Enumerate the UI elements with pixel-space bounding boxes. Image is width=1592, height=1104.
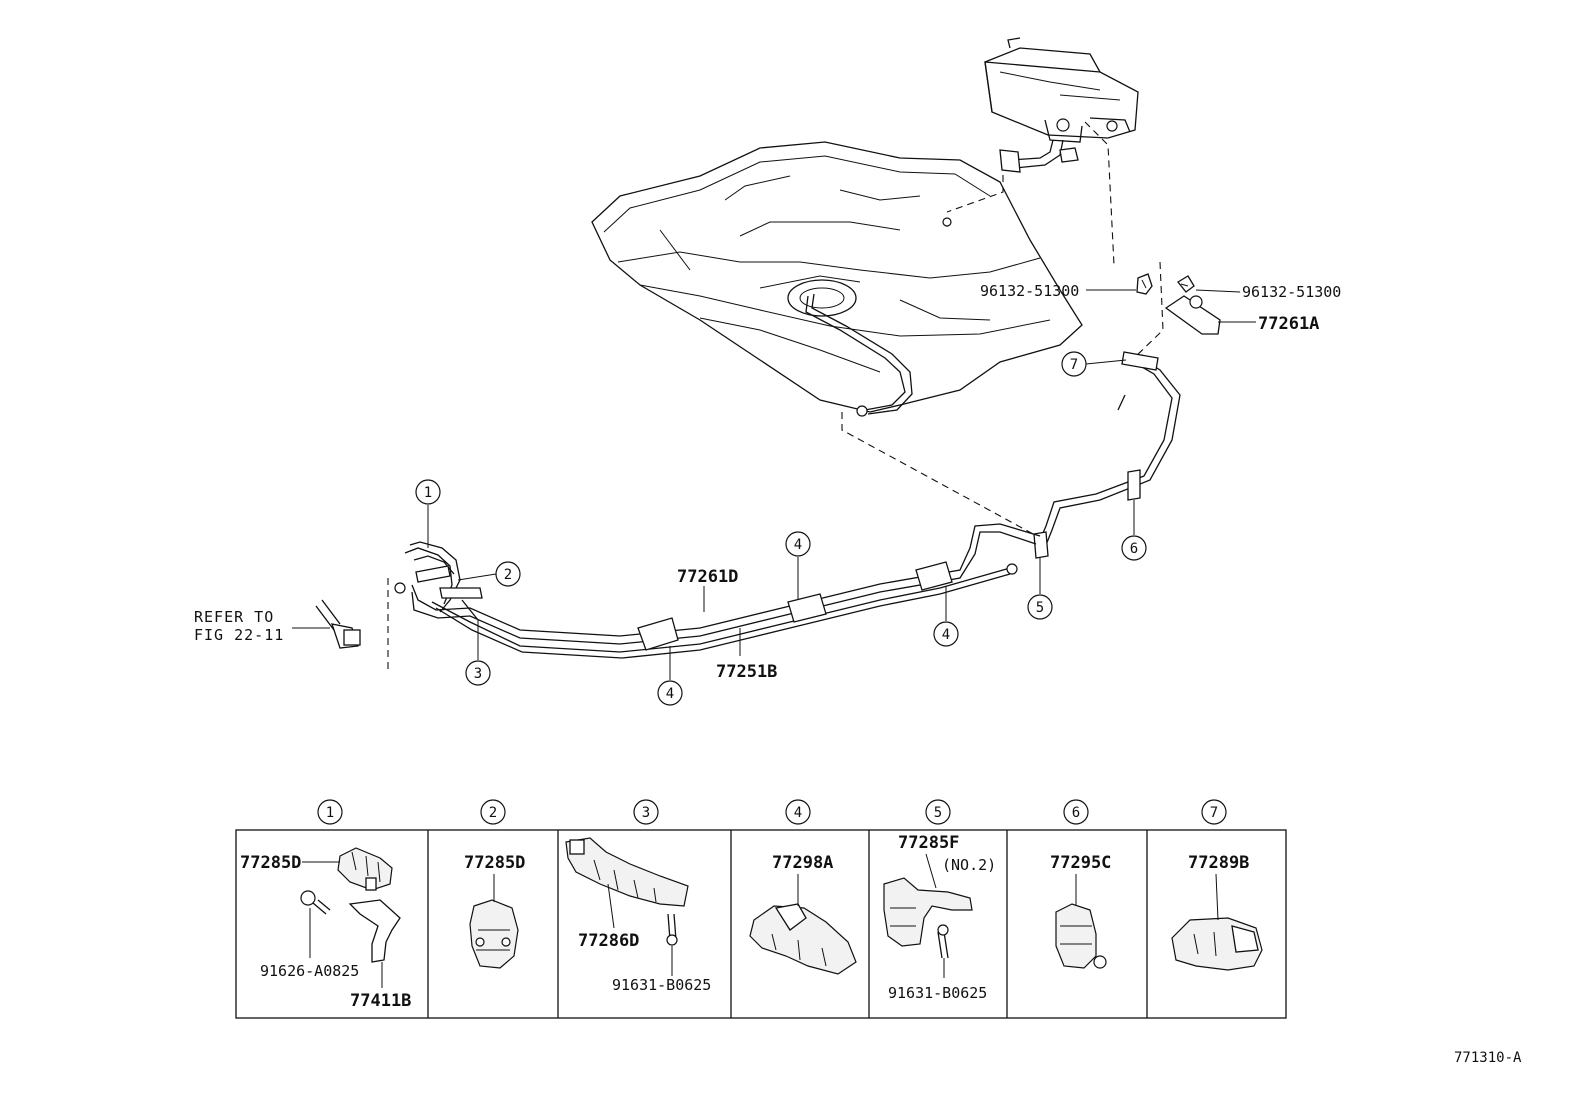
callout-3: 3 — [465, 620, 491, 686]
charcoal-canister — [984, 37, 1139, 143]
label-77251B: 77251B — [716, 628, 777, 682]
tube-clamp-4a — [637, 617, 679, 651]
svg-text:77286D: 77286D — [578, 931, 639, 951]
svg-text:4: 4 — [942, 627, 950, 643]
tube-clamp-4c — [915, 561, 953, 591]
hose-clamp-left — [1136, 273, 1153, 295]
panel-1-labels: 77285D 91626-A0825 77411B — [240, 853, 411, 1011]
dashed-leaders — [387, 121, 1164, 672]
panel-6-labels: 77295C — [1050, 853, 1111, 906]
svg-text:4: 4 — [794, 537, 802, 553]
svg-text:(NO.2): (NO.2) — [942, 856, 996, 874]
svg-text:REFER TO: REFER TO — [194, 608, 274, 626]
fuel-line-right — [1033, 351, 1181, 559]
hose-77261A — [1164, 295, 1221, 335]
svg-text:96132-51300: 96132-51300 — [980, 282, 1079, 300]
svg-text:4: 4 — [666, 686, 674, 702]
callout-4-extra: 4 — [0, 0, 8, 4]
detail-panel-table — [235, 829, 1287, 1019]
hose-clamp-right — [1177, 275, 1195, 293]
refer-note: REFER TO FIG 22-11 — [194, 608, 330, 644]
panel-2-parts — [469, 899, 519, 969]
svg-text:91631-B0625: 91631-B0625 — [888, 984, 987, 1002]
label-77261A: 77261A — [1218, 314, 1319, 334]
panel-num-1: 1 — [317, 799, 343, 825]
left-tube-bundle — [404, 541, 483, 621]
panel-7-labels: 77289B — [1188, 853, 1249, 921]
svg-text:77289B: 77289B — [1188, 853, 1249, 873]
svg-text:5: 5 — [1036, 600, 1044, 616]
svg-text:7: 7 — [1070, 357, 1078, 373]
panel-5-parts — [883, 877, 973, 959]
canister-hose — [999, 139, 1079, 173]
svg-text:6: 6 — [1130, 541, 1138, 557]
svg-text:FIG 22-11: FIG 22-11 — [194, 626, 284, 644]
svg-text:96132-51300: 96132-51300 — [1242, 283, 1341, 301]
svg-text:2: 2 — [489, 805, 497, 821]
svg-text:77285D: 77285D — [240, 853, 301, 873]
label-96132-51300-right: 96132-51300 — [1195, 283, 1341, 301]
panel-3-parts — [565, 837, 689, 946]
svg-text:77411B: 77411B — [350, 991, 411, 1011]
label-77261D: 77261D — [677, 567, 738, 612]
svg-text:77298A: 77298A — [772, 853, 833, 873]
callout-6: 6 — [1121, 500, 1147, 561]
svg-text:77285D: 77285D — [464, 853, 525, 873]
svg-text:77295C: 77295C — [1050, 853, 1111, 873]
svg-text:77251B: 77251B — [716, 662, 777, 682]
panel-num-2: 2 — [480, 799, 506, 825]
svg-text:4: 4 — [794, 805, 802, 821]
svg-text:77261A: 77261A — [1258, 314, 1319, 334]
svg-text:6: 6 — [1072, 805, 1080, 821]
svg-text:3: 3 — [642, 805, 650, 821]
panel-num-3: 3 — [633, 799, 659, 825]
panel-num-7: 7 — [1201, 799, 1227, 825]
callout-5: 5 — [1027, 558, 1053, 620]
svg-text:91631-B0625: 91631-B0625 — [612, 976, 711, 994]
panel-3-labels: 77286D 91631-B0625 — [578, 883, 711, 994]
label-96132-51300-left: 96132-51300 — [980, 282, 1136, 300]
diagram-code: 771310-A — [1454, 1050, 1522, 1066]
callout-2: 2 — [457, 561, 521, 587]
svg-text:77261D: 77261D — [677, 567, 738, 587]
panel-num-6: 6 — [1063, 799, 1089, 825]
svg-text:1: 1 — [326, 805, 334, 821]
fuel-tank — [591, 141, 1083, 417]
svg-text:91626-A0825: 91626-A0825 — [260, 962, 359, 980]
panel-4-parts — [749, 903, 857, 975]
svg-text:3: 3 — [474, 666, 482, 682]
svg-text:1: 1 — [424, 485, 432, 501]
svg-text:2: 2 — [504, 567, 512, 583]
svg-text:77285F: 77285F — [898, 833, 959, 853]
refer-fitting — [315, 599, 361, 649]
callout-1: 1 — [415, 479, 441, 548]
panel-6-parts — [1055, 903, 1107, 969]
tube-clamp-4b — [787, 593, 827, 623]
callout-4-top: 4 — [785, 531, 811, 600]
panel-7-parts — [1171, 917, 1263, 971]
svg-text:7: 7 — [1210, 805, 1218, 821]
panel-2-labels: 77285D — [464, 853, 525, 902]
panel-4-labels: 77298A — [772, 853, 833, 906]
panel-num-4: 4 — [785, 799, 811, 825]
panel-5-labels: 77285F (NO.2) 91631-B0625 — [888, 833, 996, 1002]
panel-1-parts — [300, 847, 401, 963]
callout-4-left: 4 — [657, 646, 683, 706]
callout-7: 7 — [1061, 351, 1127, 377]
panel-num-5: 5 — [925, 799, 951, 825]
callout-4-right: 4 — [933, 586, 959, 647]
svg-text:5: 5 — [934, 805, 942, 821]
